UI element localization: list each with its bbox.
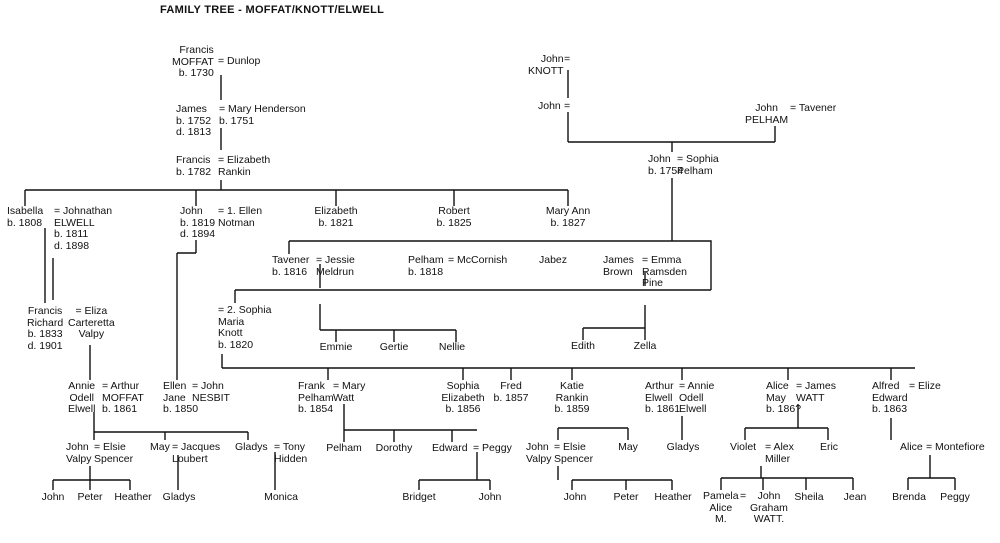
person-eric: Eric <box>819 441 839 453</box>
person-jabez: Jabez <box>539 254 568 266</box>
person-may-1: May <box>150 441 170 453</box>
spouse-tavener: = Tavener <box>790 102 837 114</box>
person-nellie: Nellie <box>438 341 466 353</box>
person-heather-a: Heather <box>114 491 152 503</box>
person-gladys-3: Gladys <box>162 491 196 503</box>
person-gladys-2: Gladys <box>666 441 700 453</box>
person-edward: Edward <box>432 442 468 454</box>
spouse-montefiore: = Montefiore <box>926 441 985 453</box>
person-zella: Zella <box>633 340 657 352</box>
person-alice-2: Alice <box>900 441 923 453</box>
person-john-b: John <box>478 491 502 503</box>
spouse-elize: = Elize <box>909 380 941 392</box>
person-bridget: Bridget <box>402 491 436 503</box>
person-peter-b: Peter <box>613 491 639 503</box>
marriage-symbol-john-jr: = <box>564 100 571 112</box>
person-monica: Monica <box>264 491 298 503</box>
person-may-2: May <box>618 441 638 453</box>
page-title: FAMILY TREE - MOFFAT/KNOTT/ELWELL <box>160 4 385 16</box>
person-emmie: Emmie <box>319 341 353 353</box>
person-john-knott-jr: John <box>538 100 561 112</box>
person-dorothy: Dorothy <box>375 442 413 454</box>
person-john-c: John <box>563 491 587 503</box>
person-pelham-gc: Pelham <box>326 442 362 454</box>
person-sheila: Sheila <box>794 491 824 503</box>
person-gladys-1: Gladys <box>235 441 268 453</box>
spouse-mccornish: = McCornish <box>448 254 508 266</box>
person-edith: Edith <box>571 340 595 352</box>
person-violet: Violet <box>730 441 757 453</box>
marriage-symbol-knott: = <box>564 53 571 65</box>
spouse-dunlop: = Dunlop <box>218 55 261 67</box>
person-john-a: John <box>41 491 65 503</box>
spouse-peggy-1: = Peggy <box>473 442 512 454</box>
person-heather-b: Heather <box>654 491 692 503</box>
marriage-symbol-pamela: = <box>740 490 747 502</box>
person-brenda: Brenda <box>892 491 926 503</box>
person-peggy-2: Peggy <box>940 491 970 503</box>
person-gertie: Gertie <box>379 341 409 353</box>
person-jean: Jean <box>843 491 867 503</box>
person-peter-a: Peter <box>77 491 103 503</box>
